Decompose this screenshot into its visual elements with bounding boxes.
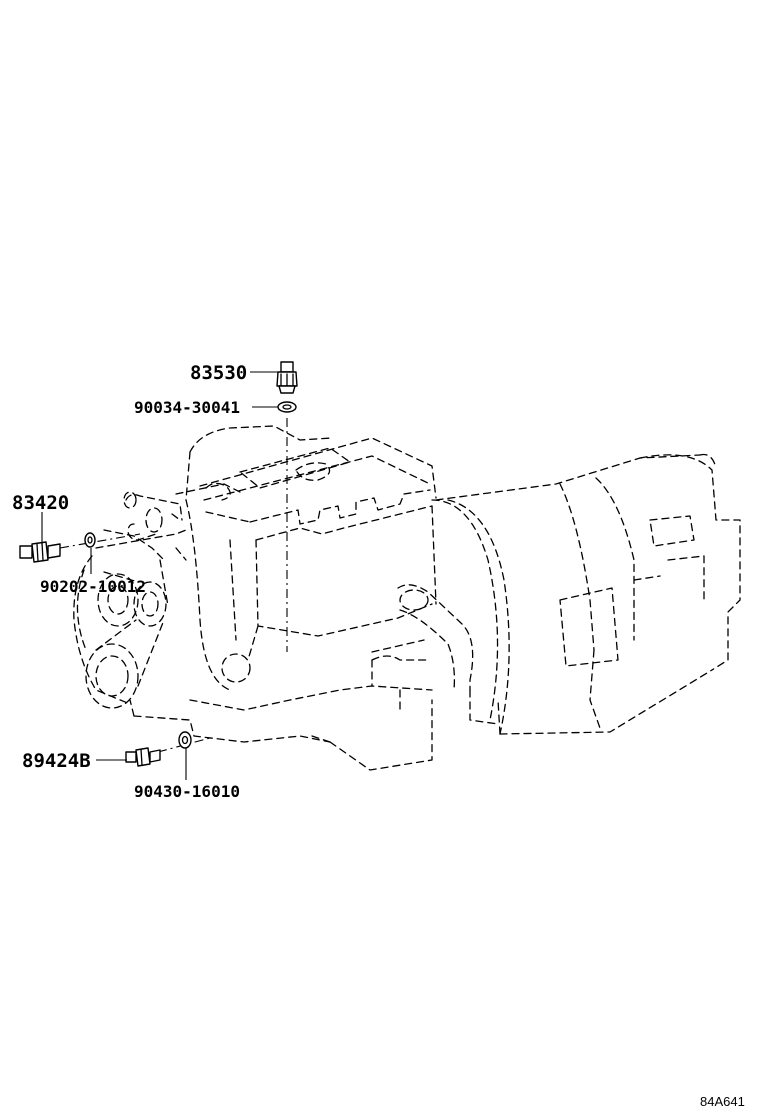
gasket-90430-16010 [178, 731, 192, 749]
intake-assembly [123, 482, 241, 541]
transmission-outline [435, 453, 741, 735]
callout-90034-30041: 90034-30041 [134, 398, 240, 417]
engine-block [129, 425, 474, 771]
bell-housing [431, 499, 510, 735]
callout-83530: 83530 [190, 362, 247, 384]
oil-temperature-sensor [125, 747, 161, 767]
water-temperature-sender [19, 541, 61, 563]
leader-lines [41, 371, 280, 780]
callout-83420: 83420 [12, 492, 69, 514]
gasket-90202-10012 [84, 532, 96, 548]
front-accessory-drive [73, 529, 187, 709]
callout-89424B: 89424B [22, 750, 91, 772]
figure-code: 84A641 [700, 1094, 745, 1109]
oil-pressure-switch [276, 361, 298, 394]
callout-90430-16010: 90430-16010 [134, 782, 240, 801]
gasket-90034-30041 [277, 401, 297, 413]
callout-90202-10012: 90202-10012 [40, 577, 146, 596]
